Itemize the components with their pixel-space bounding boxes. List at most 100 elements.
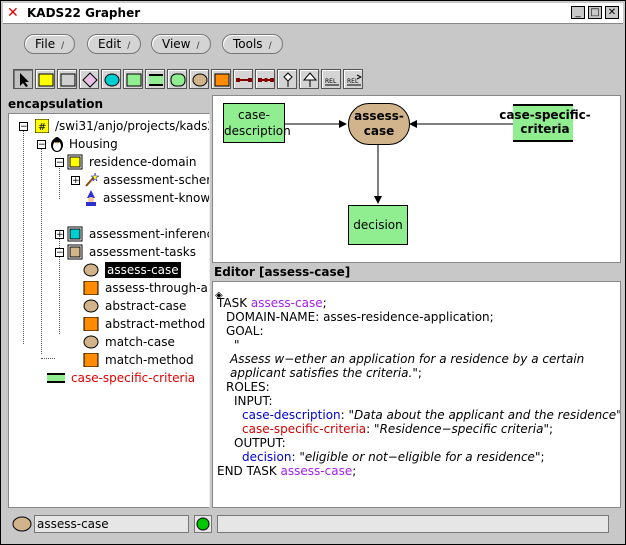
maximize-button[interactable]: □ <box>588 6 602 19</box>
code-line: TASK assess-case; <box>217 296 327 310</box>
tree-node-label: abstract-method <box>105 317 206 331</box>
tan-ellipse-icon <box>83 299 99 313</box>
node-label: criteria <box>520 122 570 136</box>
tree-node-assessment-schema[interactable]: + assessment-scher <box>71 172 209 188</box>
expand-icon[interactable]: + <box>55 230 64 240</box>
green-store-icon <box>47 373 65 383</box>
link2-tool[interactable] <box>255 69 275 89</box>
code-line: INPUT: <box>234 394 273 408</box>
rel-tool[interactable]: REL <box>321 69 341 89</box>
diamond-tool[interactable] <box>79 69 99 89</box>
svg-text:REL: REL <box>347 78 359 85</box>
yellow-box-tool[interactable] <box>35 69 55 89</box>
tree-node-assessment-knowl[interactable]: assessment-knowl <box>71 190 209 206</box>
store-tool[interactable] <box>145 69 165 89</box>
tree-node-label: abstract-case <box>105 299 187 313</box>
cursor-marker-icon: ◈ <box>215 290 223 301</box>
green-round-tool[interactable] <box>167 69 187 89</box>
node-label: description <box>224 124 291 138</box>
graph-node-assess-case[interactable]: assess- case <box>348 103 410 145</box>
tree-node-label: assess-through-a <box>105 281 208 295</box>
node-label: assess- <box>354 109 404 123</box>
green-store-icon <box>149 74 163 86</box>
ellipse-tool[interactable] <box>101 69 121 89</box>
up-arrow-tool[interactable] <box>299 69 319 89</box>
collapse-icon[interactable]: − <box>55 158 64 168</box>
expand-icon[interactable]: + <box>71 176 80 186</box>
link-icon <box>236 78 252 82</box>
tree-node-match-method[interactable]: match-method <box>81 352 209 368</box>
tree-view[interactable]: − # /swi31/anjo/projects/kads22 − Housin… <box>8 113 210 508</box>
tree-node-label: assessment-scher <box>103 173 210 187</box>
code-editor[interactable]: ◈ TASK assess-case; DOMAIN-NAME: asses-r… <box>212 281 621 508</box>
link-tool[interactable] <box>233 69 253 89</box>
graph-node-decision[interactable]: decision <box>348 205 408 245</box>
tree-node-residence-domain[interactable]: − residence-domain <box>55 154 209 170</box>
code-line: case-specific-criteria: "Residence−speci… <box>242 422 553 436</box>
tree-node-label: residence-domain <box>89 155 197 169</box>
selected-object-field: assess-case <box>34 515 189 533</box>
rel2-tool[interactable]: REL <box>343 69 363 89</box>
panel-header: encapsulation <box>8 97 104 111</box>
tree-node-assessment-tasks[interactable]: − assessment-tasks <box>55 244 209 260</box>
grey-box-tool[interactable] <box>57 69 77 89</box>
chevron-down-icon: ∕ <box>61 41 65 51</box>
menu-tools[interactable]: Tools∕ <box>222 34 283 54</box>
chevron-down-icon: ∕ <box>268 41 272 51</box>
method-tool[interactable] <box>211 69 231 89</box>
tree-node-assess-case[interactable]: assess-case <box>81 262 209 278</box>
svg-text:REL: REL <box>325 78 337 85</box>
tree-node-case-specific-criteria[interactable]: case-specific-criteria <box>47 370 209 386</box>
tree-guide <box>23 126 24 344</box>
window-title: KADS22 Grapher <box>27 6 141 20</box>
menu-file[interactable]: File ∕ <box>24 34 76 54</box>
orange-square-icon <box>83 317 99 331</box>
tree-node-abstract-case[interactable]: abstract-case <box>81 298 209 314</box>
tree-node-assessment-inference[interactable]: + assessment-inference <box>55 226 209 242</box>
orange-square-icon <box>83 281 99 295</box>
collapse-icon[interactable]: − <box>19 122 28 132</box>
graph-node-case-description[interactable]: case- description <box>223 103 291 143</box>
collapse-icon[interactable]: − <box>55 248 64 258</box>
wizard-icon <box>86 190 96 206</box>
editor-header: Editor [assess-case] <box>214 265 351 279</box>
code-line: " <box>234 338 240 352</box>
pointer-tool[interactable] <box>13 69 33 89</box>
tree-node-housing[interactable]: − Housing <box>37 136 209 152</box>
tan-ellipse-icon <box>83 263 99 277</box>
menu-view[interactable]: View∕ <box>151 34 211 54</box>
title-bar[interactable]: ✕ KADS22 Grapher _ □ ✕ <box>3 3 623 24</box>
diamond-pin-icon <box>283 72 293 87</box>
close-button[interactable]: ✕ <box>605 6 619 19</box>
status-bar: assess-case <box>1 511 625 541</box>
diamond-pin-tool[interactable] <box>277 69 297 89</box>
tree-node-abstract-method[interactable]: abstract-method <box>81 316 209 332</box>
tree-node-label: assessment-inference <box>89 227 210 241</box>
tree-node-label: match-method <box>105 353 194 367</box>
status-indicator <box>194 515 212 533</box>
penguin-icon <box>51 137 63 152</box>
menu-file-label: File <box>35 37 56 51</box>
node-label: decision <box>353 218 403 232</box>
encapsulation-panel: encapsulation − # /swi31/anjo/projects/k… <box>8 95 210 508</box>
green-box-tool[interactable] <box>123 69 143 89</box>
tree-node-project[interactable]: − # /swi31/anjo/projects/kads22 <box>19 118 209 134</box>
inference-tool[interactable] <box>189 69 209 89</box>
collapse-icon[interactable]: − <box>37 140 46 150</box>
yellow-square-icon <box>38 73 54 87</box>
chevron-down-icon: ∕ <box>127 41 131 51</box>
menu-edit[interactable]: Edit∕ <box>87 34 142 54</box>
graph-node-case-specific-criteria[interactable] <box>513 104 573 142</box>
up-arrow-icon <box>302 72 318 87</box>
tree-node-label-selected: assess-case <box>105 262 181 278</box>
tree-node-match-case[interactable]: match-case <box>81 334 209 350</box>
tan-ellipse-icon <box>192 73 208 87</box>
svg-text:#: # <box>38 122 46 133</box>
minimize-button[interactable]: _ <box>571 6 585 19</box>
green-light-icon <box>196 517 210 531</box>
violet-diamond-icon <box>82 72 98 88</box>
graph-canvas[interactable]: case- description assess- case case-spec… <box>212 95 621 263</box>
grey-square-icon <box>60 73 76 87</box>
tree-node-assess-through[interactable]: assess-through-a <box>81 280 209 296</box>
